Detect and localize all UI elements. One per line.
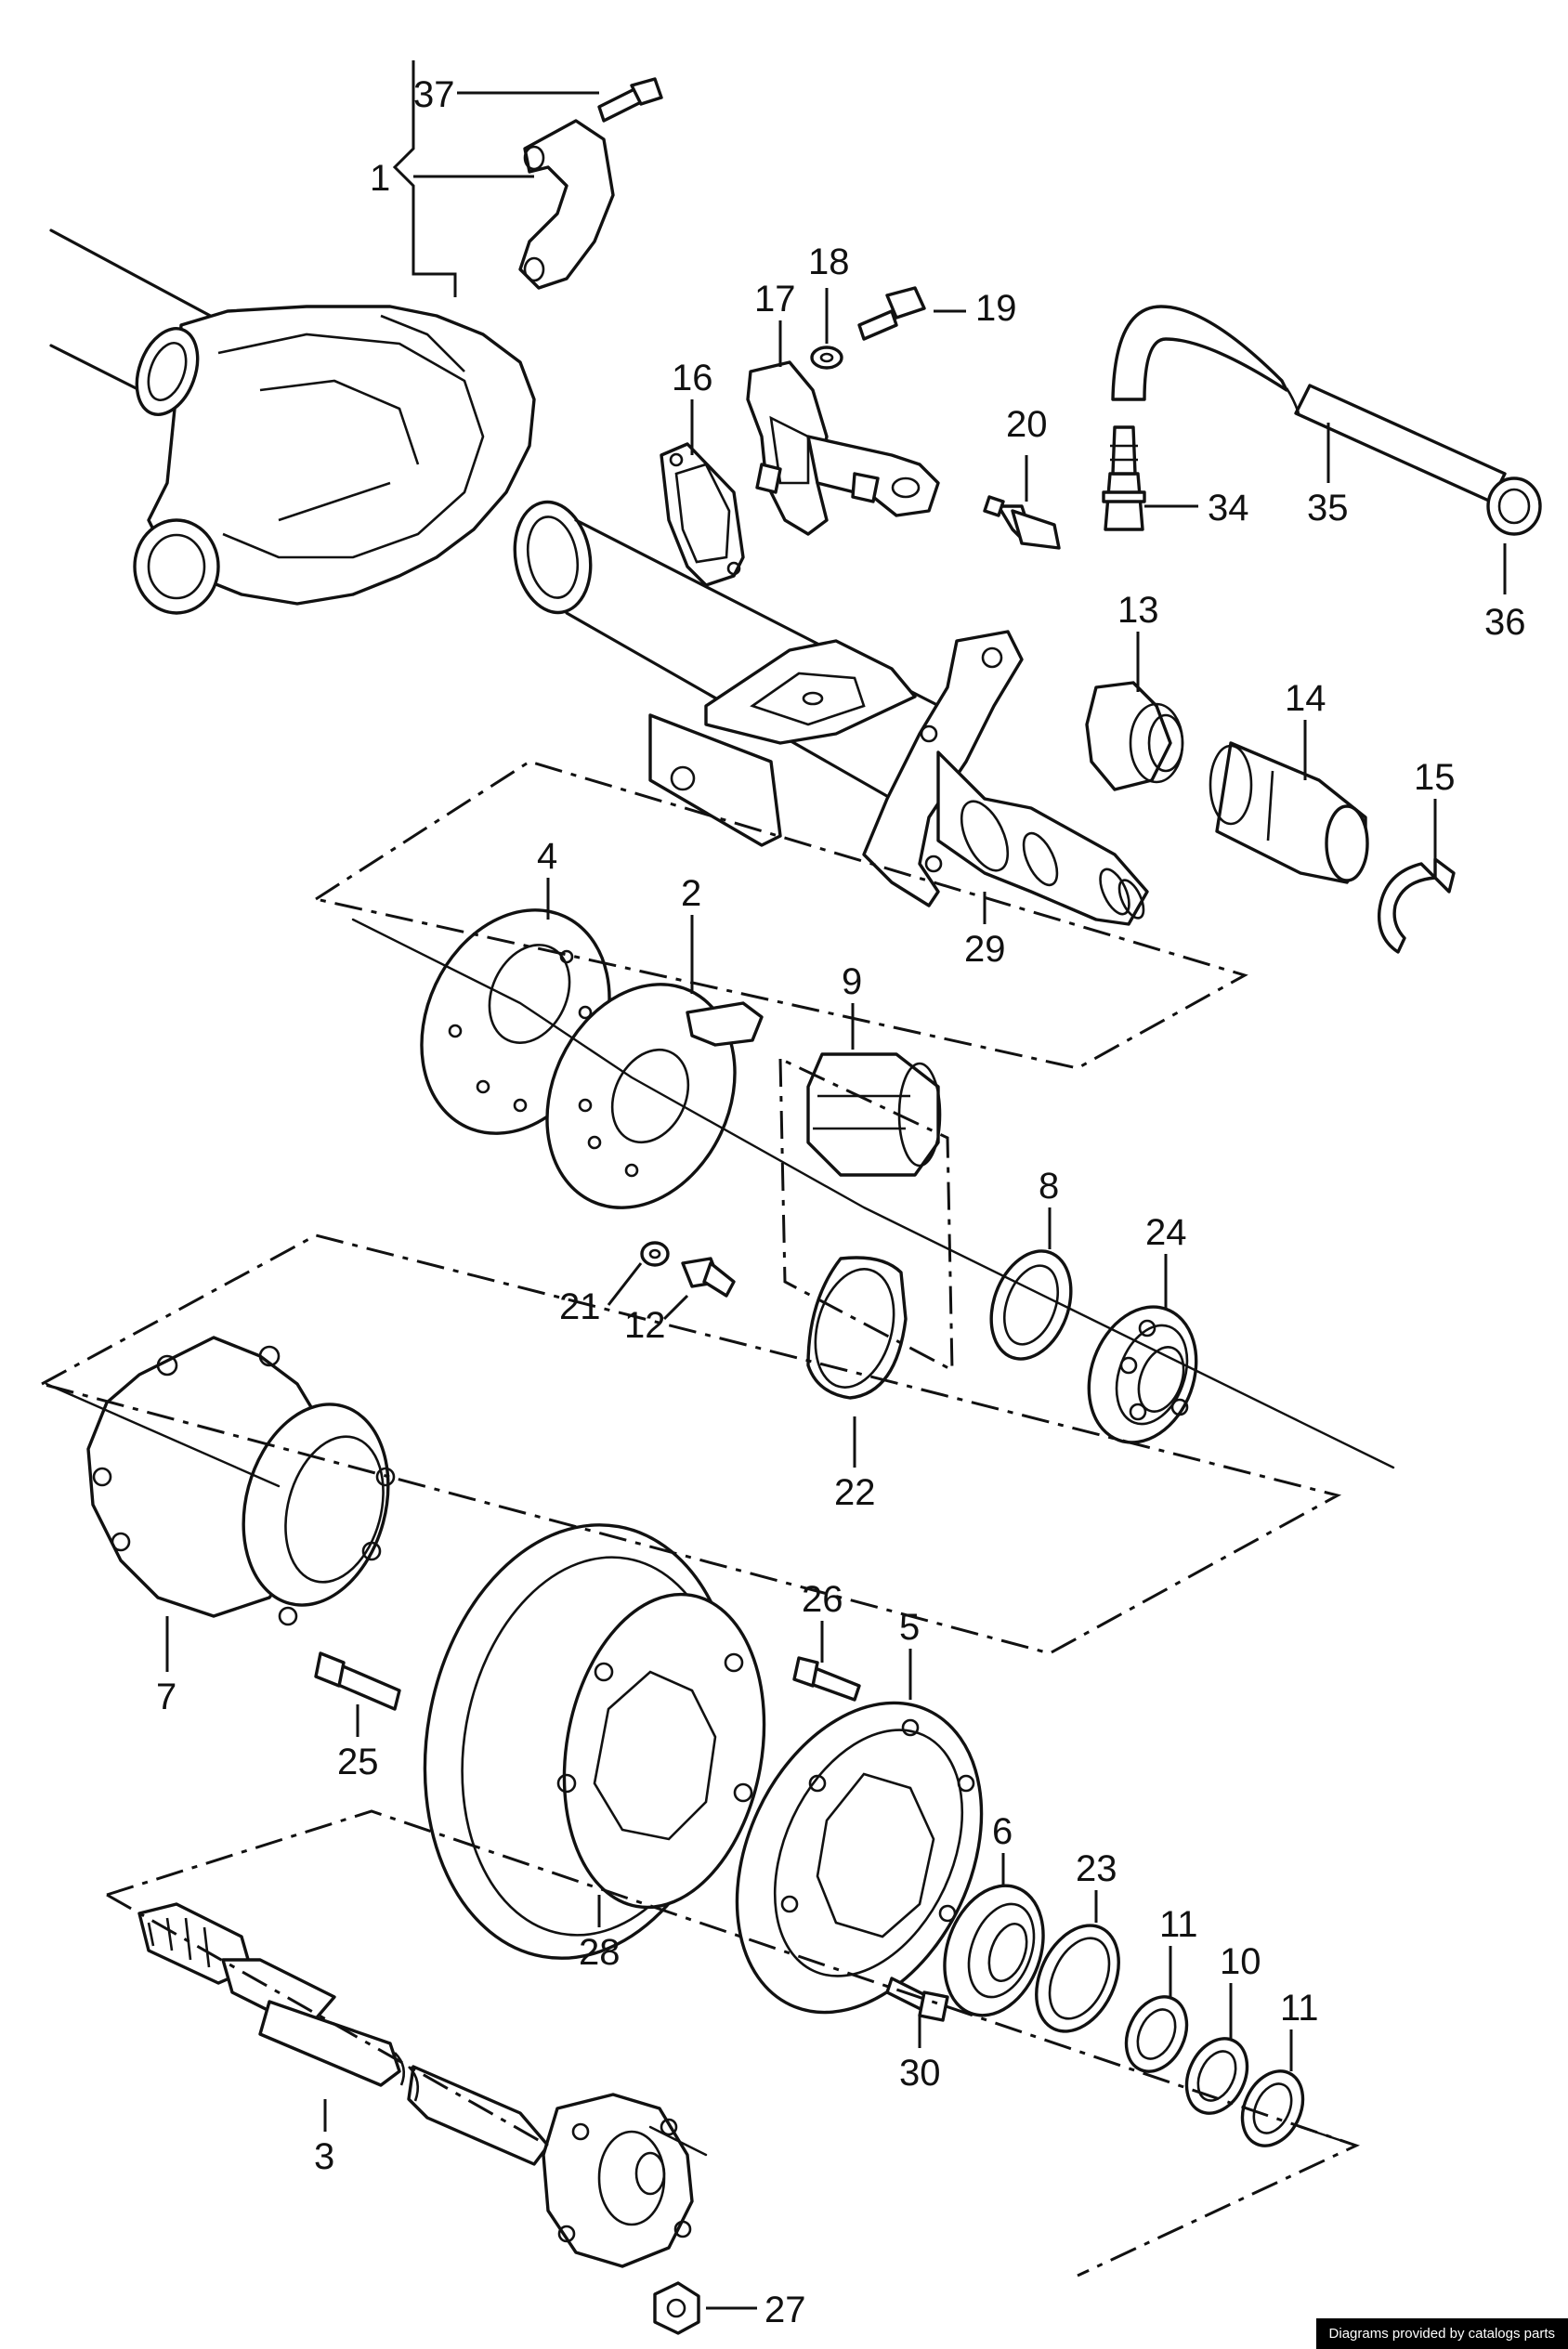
ring-23	[1035, 1924, 1120, 2033]
seal-9	[806, 1052, 942, 1177]
callout-6: 6	[992, 1811, 1013, 1852]
seal-8	[989, 1249, 1073, 1361]
callout-23: 23	[1076, 1848, 1117, 1889]
callout-37: 37	[413, 74, 455, 115]
axle-shaft-3	[137, 1902, 550, 2166]
flange-17	[746, 360, 940, 536]
hub-7	[86, 1336, 396, 1626]
washer-21	[640, 1241, 670, 1267]
callout-8: 8	[1039, 1166, 1059, 1207]
callout-29: 29	[964, 929, 1006, 970]
saddle-clamp	[518, 77, 663, 290]
callout-11b: 11	[1280, 1988, 1319, 2029]
nut-11b	[1240, 2069, 1305, 2147]
gasket-16	[660, 442, 745, 587]
seal-22	[806, 1256, 908, 1400]
breather-fitting-34	[1102, 425, 1146, 531]
callout-17: 17	[754, 279, 796, 320]
callout-25: 25	[337, 1742, 379, 1782]
vent-20	[983, 495, 1061, 550]
axle-housing	[49, 228, 1149, 926]
callouts: 37 1 18 17 19 16 20 34 35 36 13 14 15 4 …	[156, 74, 1526, 2330]
callout-24: 24	[1145, 1212, 1187, 1253]
callout-13: 13	[1117, 590, 1159, 631]
callout-15: 15	[1414, 757, 1456, 798]
callout-4: 4	[537, 836, 557, 877]
lock-ring-15	[1377, 857, 1456, 954]
bolt-26	[792, 1656, 861, 1702]
callout-36: 36	[1484, 602, 1526, 643]
hose-35	[1111, 305, 1507, 503]
callout-1: 1	[370, 158, 390, 199]
callout-12: 12	[624, 1305, 666, 1346]
callout-20: 20	[1006, 404, 1048, 445]
nut-11a	[1124, 1995, 1189, 2073]
callout-3: 3	[314, 2136, 334, 2177]
callout-7: 7	[156, 1677, 176, 1717]
watermark-label: Diagrams provided by catalogs parts	[1315, 2318, 1568, 2349]
bearing-24	[1087, 1305, 1198, 1444]
callout-18: 18	[808, 241, 850, 282]
bolt-12	[681, 1257, 736, 1298]
callout-19: 19	[975, 288, 1017, 329]
callout-26: 26	[802, 1579, 843, 1620]
shaft-flange	[542, 2093, 694, 2268]
brake-drum-28	[423, 1523, 766, 1960]
assembly-outline-1	[315, 760, 1248, 1070]
callout-30: 30	[899, 2053, 941, 2094]
callout-10: 10	[1220, 1941, 1261, 1982]
bolt-30	[885, 1977, 949, 2022]
nut-27	[653, 2281, 700, 2335]
callout-5: 5	[899, 1607, 920, 1648]
callout-11a: 11	[1159, 1904, 1198, 1945]
callout-34: 34	[1208, 488, 1249, 529]
stud-25	[314, 1651, 401, 1711]
leader-lines	[165, 91, 1507, 2310]
clamp-36	[1486, 476, 1542, 536]
backing-plate-2	[545, 983, 764, 1209]
sleeve-14	[1209, 741, 1369, 884]
callout-21: 21	[559, 1286, 601, 1327]
callout-2: 2	[681, 873, 701, 914]
assembly-outline-2	[41, 1233, 1342, 1655]
nut-13	[1085, 681, 1184, 791]
callout-16: 16	[672, 358, 713, 398]
flange-5	[735, 1701, 984, 2015]
callout-9: 9	[842, 961, 862, 1002]
washer-18	[810, 346, 843, 370]
callout-27: 27	[764, 2290, 806, 2330]
callout-35: 35	[1307, 488, 1349, 529]
callout-22: 22	[834, 1472, 876, 1513]
assembly-outline-3	[106, 1809, 1361, 2277]
callout-28: 28	[579, 1932, 621, 1973]
bolt-19	[857, 286, 926, 341]
callout-14: 14	[1285, 678, 1326, 719]
